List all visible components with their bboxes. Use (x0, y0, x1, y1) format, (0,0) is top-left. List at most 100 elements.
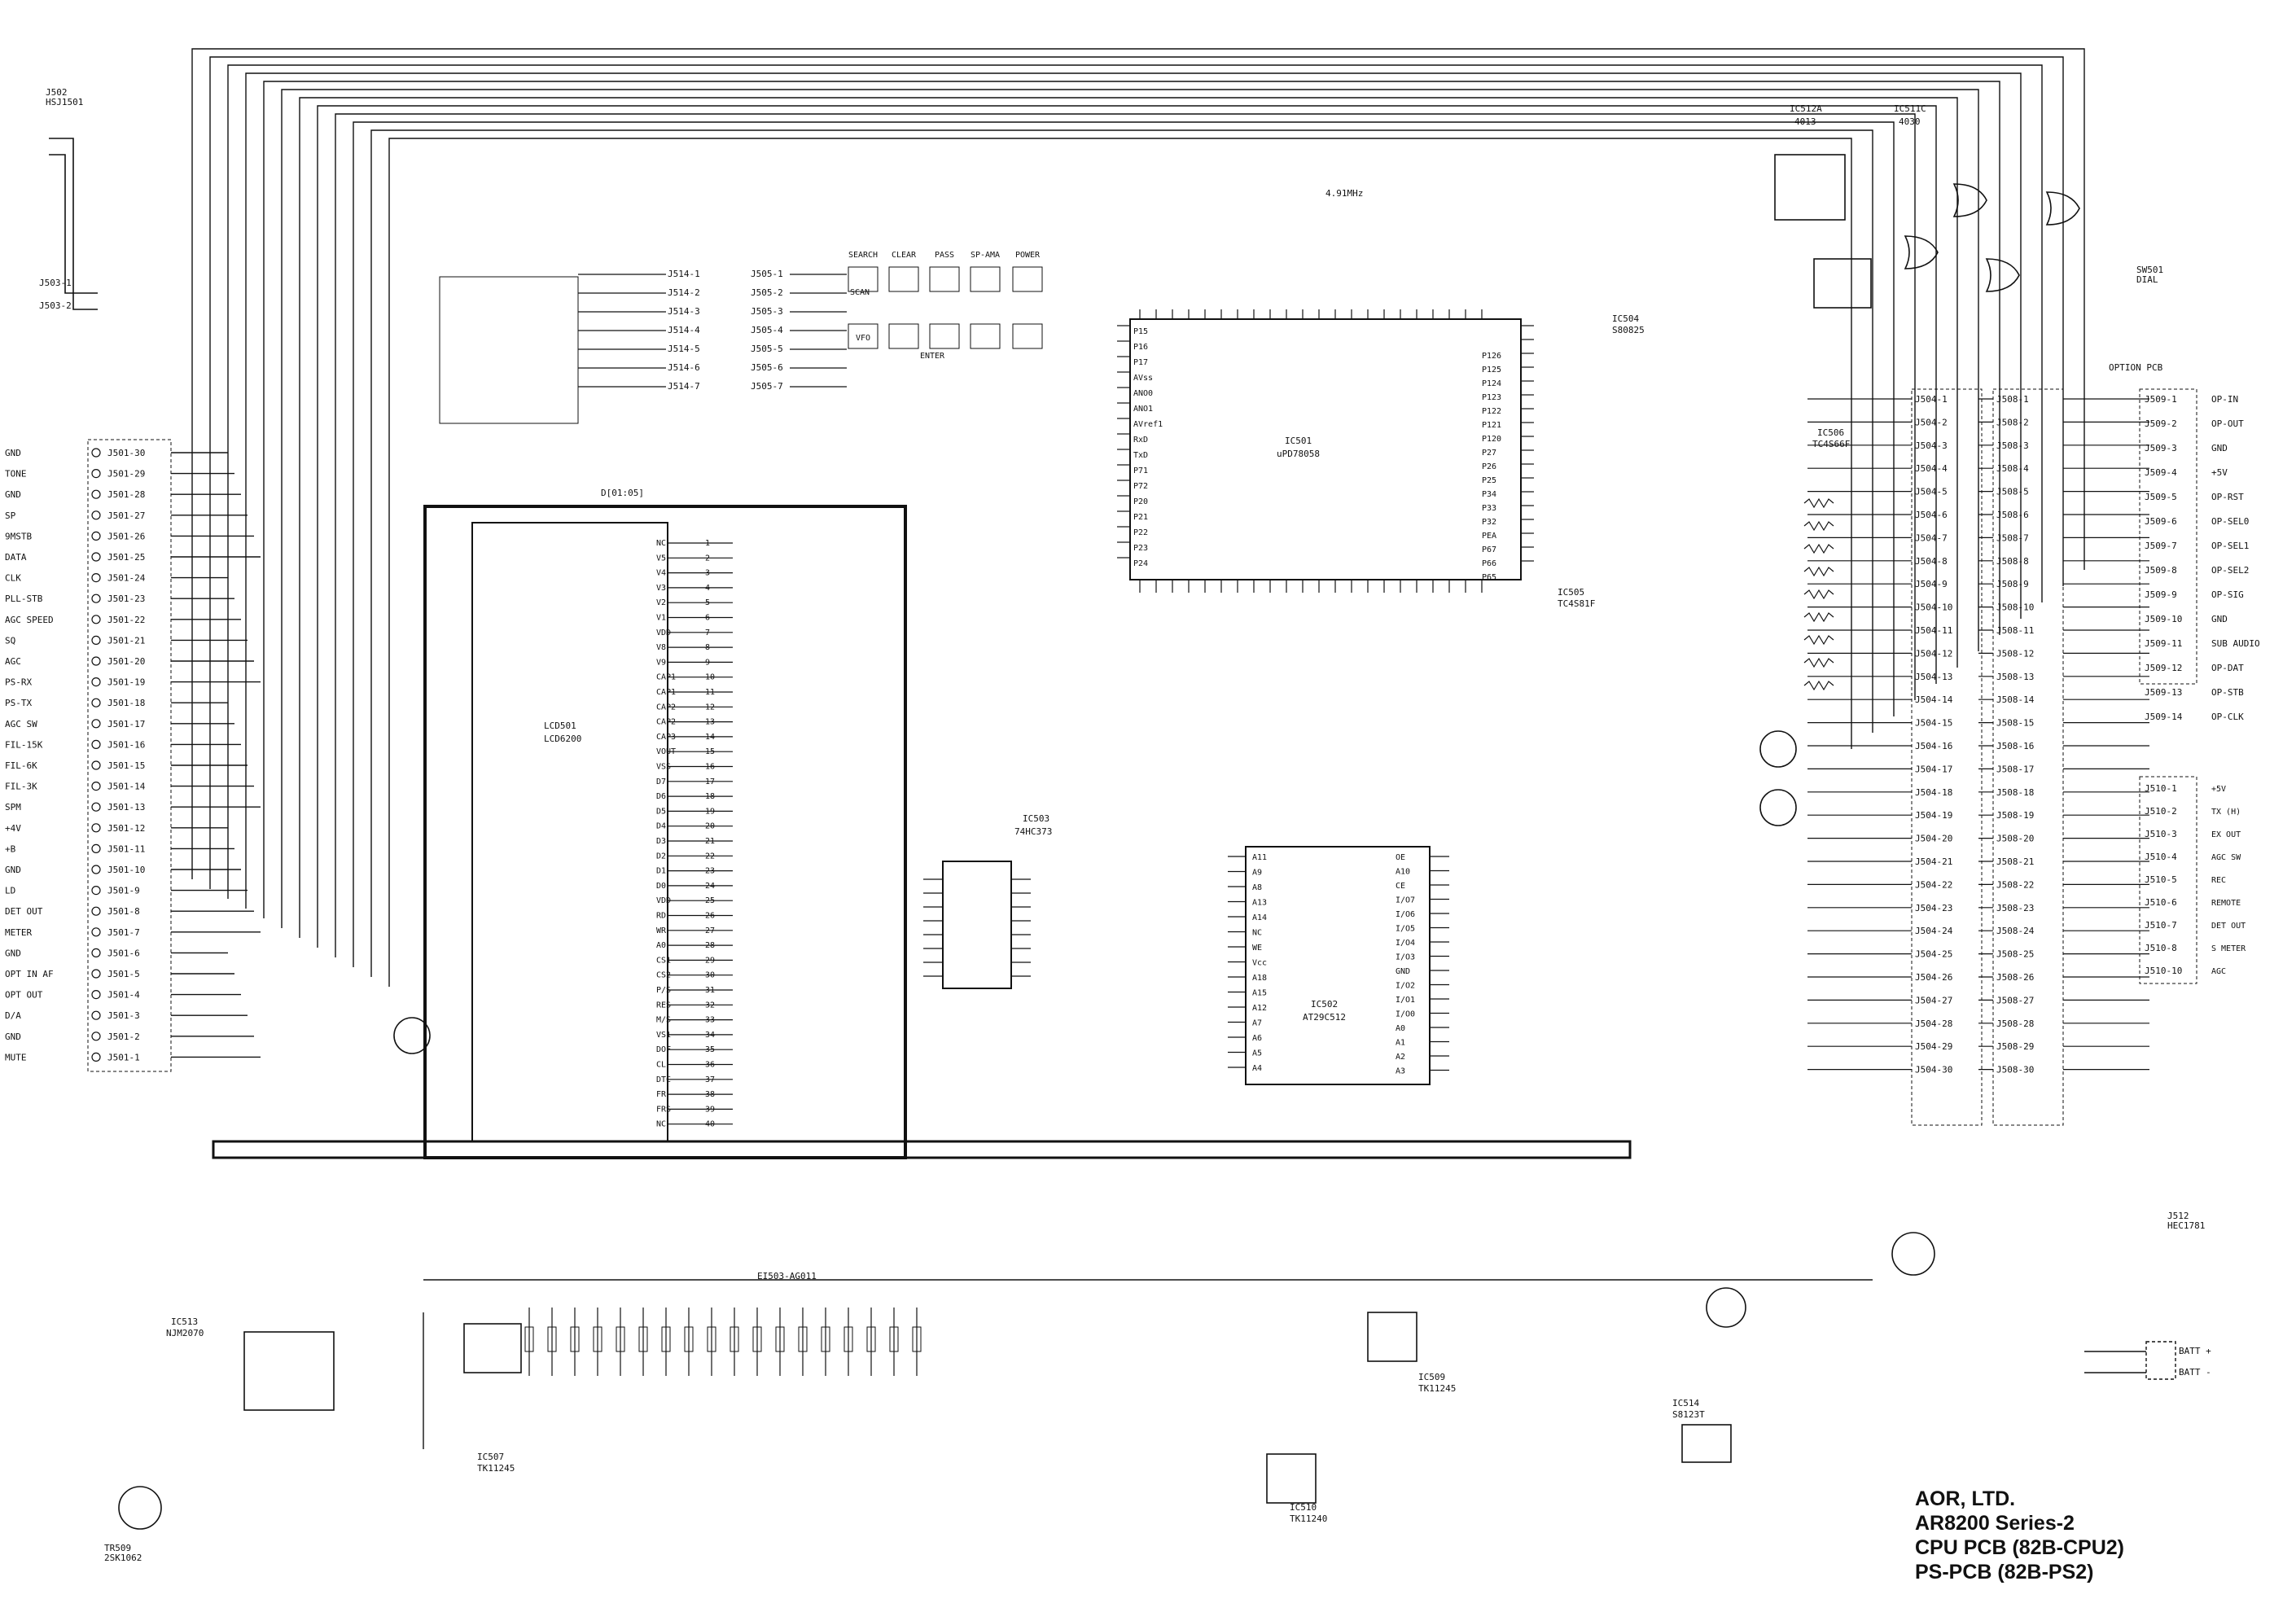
j501-signal-label: CLK (5, 573, 21, 584)
j508-pin-label: J508-5 (1996, 487, 2029, 497)
data-bus-label: D[01:05] (601, 488, 644, 498)
tr503-symbol (1706, 1287, 1746, 1328)
j501-signal-label: LD (5, 886, 15, 896)
j501-pin (91, 468, 101, 479)
j508-pin-label: J508-20 (1996, 834, 2034, 844)
lcd-pin-name: DOF (656, 1045, 671, 1054)
j501-pin (91, 698, 101, 707)
j509-pin-label: J509-5 (2145, 492, 2177, 502)
j509-pin-label: J509-13 (2145, 687, 2182, 698)
lcd-pin-name: A0 (656, 941, 666, 950)
ic501-pin-name: P15 (1133, 327, 1148, 336)
j509-pin-label: J509-7 (2145, 541, 2177, 551)
lcd-pin-name: VS1 (656, 1031, 671, 1040)
j508-pin-label: J508-24 (1996, 926, 2035, 936)
ic501-pin-name: P125 (1482, 366, 1501, 375)
lcd-pin-name: CAP2 (656, 703, 676, 712)
j508-pin-label: J508-17 (1996, 764, 2034, 774)
j501-signal-label: DET OUT (5, 906, 43, 917)
key-label: PASS (935, 251, 954, 260)
key-label: CLEAR (892, 251, 917, 260)
j501-signal-label: TONE (5, 469, 27, 480)
ic502-pin-name: A3 (1396, 1067, 1405, 1076)
j501-pin-label: J501-19 (107, 677, 145, 688)
j510-pin-label: J510-3 (2145, 829, 2177, 839)
j501-pin (91, 843, 101, 854)
ic502-pin-name: A6 (1252, 1034, 1262, 1043)
ic507-part: TK11245 (477, 1463, 515, 1474)
j513-frame (2145, 1341, 2176, 1380)
key-switch (929, 266, 960, 292)
resistor (1803, 634, 1834, 646)
ic507-body (463, 1323, 522, 1373)
j508-frame (1992, 388, 2064, 1126)
key-label: ENTER (920, 352, 945, 361)
j508-pin-label: J508-8 (1996, 556, 2029, 567)
ic501-pin-name: P65 (1482, 573, 1496, 582)
ic513-body (243, 1331, 335, 1411)
ic511-ref: IC511C (1894, 103, 1926, 114)
ic509-ref: IC509 (1418, 1372, 1446, 1382)
ic502-ref: IC502 (1311, 999, 1339, 1010)
j501-signal-label: OPT OUT (5, 990, 43, 1001)
resistor (1803, 680, 1834, 691)
key-switch (929, 323, 960, 349)
j501-signal-label: GND (5, 865, 21, 875)
j508-pin-label: J508-3 (1996, 440, 2029, 451)
harness-wire (191, 48, 2085, 879)
key-label: SP-AMA (971, 251, 1000, 260)
resistor-body (524, 1326, 534, 1352)
j509-pin-label: J509-14 (2145, 712, 2183, 722)
j510-pin-label: J510-5 (2145, 874, 2177, 885)
ic501-pin-name: P21 (1133, 513, 1148, 522)
resistor-body (593, 1326, 602, 1352)
bus-bottom (212, 1140, 1632, 1159)
resistor-body (752, 1326, 762, 1352)
key-switch (1012, 323, 1043, 349)
lcd-pin-name: D0 (656, 882, 666, 891)
tr509-symbol (118, 1486, 162, 1530)
lcd-pin-name: FRS (656, 1105, 671, 1114)
ic512b-body (1813, 258, 1872, 309)
key-switch (848, 266, 879, 292)
j508-pin-label: J508-18 (1996, 787, 2034, 798)
harness-wire (281, 89, 1979, 928)
lcd-pin-name: WR (656, 926, 667, 935)
xtal-label: 4.91MHz (1325, 188, 1364, 199)
j501-pin (91, 552, 101, 562)
j510-pin-label: J510-10 (2145, 966, 2182, 976)
lcd501-body (471, 522, 668, 1142)
title-cpu-pcb: CPU PCB (82B-CPU2) (1915, 1536, 2124, 1559)
j501-pin-label: J501-24 (107, 573, 146, 584)
j510-signal-label: S METER (2211, 944, 2246, 953)
ic501-pin-name: P32 (1482, 518, 1496, 527)
lcd-part: LCD6200 (544, 734, 582, 744)
j501-pin-label: J501-30 (107, 448, 145, 458)
resistor-body (616, 1326, 625, 1352)
j501-signal-label: FIL-3K (5, 782, 37, 792)
ic506-ref: IC506 (1817, 427, 1845, 438)
j501-pin-label: J501-13 (107, 802, 145, 813)
j501-pin-label: J501-4 (107, 990, 140, 1001)
resistor (1803, 611, 1834, 623)
j501-pin-label: J501-21 (107, 635, 145, 646)
key-switch (888, 266, 919, 292)
key-switch (1012, 266, 1043, 292)
resistor-body (889, 1326, 899, 1352)
ic501-pin-name: P124 (1482, 379, 1501, 388)
ic501-body (1129, 318, 1522, 580)
j505-pin-label: J505-5 (751, 344, 783, 354)
key-switch (970, 266, 1001, 292)
j504-pin-label: J504-18 (1915, 787, 1952, 798)
j501-pin (91, 1010, 101, 1020)
sw502-block (439, 276, 579, 424)
lcd-pin-name: VDD (656, 629, 671, 637)
ic501-pin-name: P20 (1133, 497, 1148, 506)
title-ps-pcb: PS-PCB (82B-PS2) (1915, 1561, 2094, 1584)
lcd-pin-name: CAP3 (656, 733, 676, 742)
j510-pin-label: J510-8 (2145, 943, 2177, 953)
ic509-part: TK11245 (1418, 1383, 1457, 1394)
j504-pin-label: J504-5 (1915, 487, 1948, 497)
ic502-pin-name: I/O3 (1396, 953, 1415, 962)
